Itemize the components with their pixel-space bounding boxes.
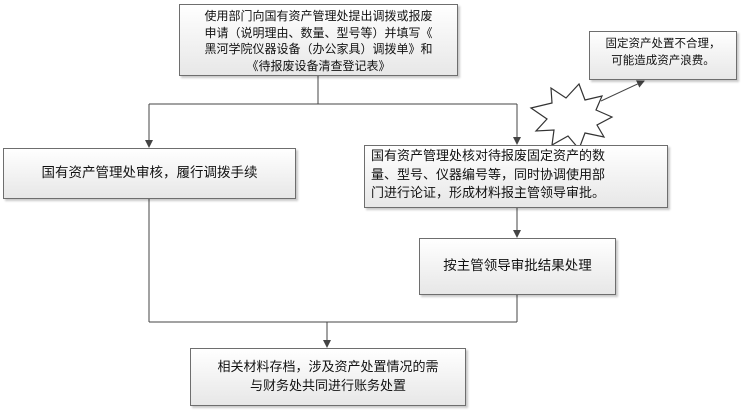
box-leader-result: 按主管领导审批结果处理 (419, 238, 616, 295)
arrow-to-callout (600, 80, 645, 102)
box-scrap-review: 国有资产管理处核对待报废固定资产的数 量、型号、仪器编号等，同时协调使用部 门进… (364, 145, 668, 208)
box-allocate-review: 国有资产管理处审核，履行调拨手续 (3, 148, 296, 199)
warning-burst-icon (529, 82, 614, 151)
callout-risk-note: 固定资产处置不合理， 可能造成资产浪费。 (589, 31, 737, 80)
box-archive: 相关材料存档，涉及资产处置情况的需 与财务处共同进行账务处置 (190, 348, 466, 406)
box-apply-request: 使用部门向国有资产管理处提出调拨或报废 申请（说明理由、数量、型号等）并填写《 … (179, 4, 458, 76)
